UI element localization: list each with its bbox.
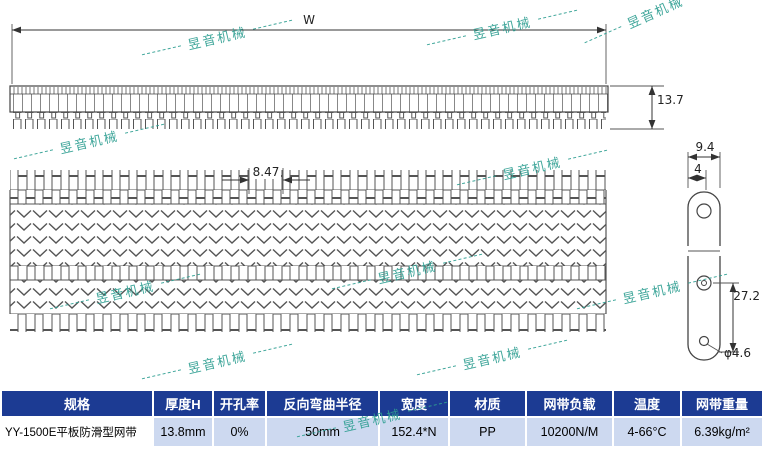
plan-view: 8.47 xyxy=(9,165,607,332)
cell-belt-load: 10200N/M xyxy=(525,416,614,448)
belt-body-sideview xyxy=(10,94,608,112)
belt-surface-serration xyxy=(10,87,608,94)
col-open-area: 开孔率 xyxy=(212,389,267,418)
col-backbend-radius: 反向弯曲半径 xyxy=(265,389,380,418)
col-spec: 规格 xyxy=(0,389,154,418)
cell-spec: YY-1500E平板防滑型网带 xyxy=(0,416,154,448)
col-belt-weight: 网带重量 xyxy=(680,389,762,418)
cell-thickness: 13.8mm xyxy=(152,416,214,448)
hinge-legs-sideview xyxy=(12,112,606,129)
technical-drawing: W 13.7 xyxy=(9,13,760,361)
middle-hinge-row xyxy=(10,266,606,280)
cell-material: PP xyxy=(448,416,527,448)
dim-hole-diameter-label: φ4.6 xyxy=(724,346,751,360)
col-temperature: 温度 xyxy=(612,389,682,418)
cell-backbend-radius: 50mm xyxy=(265,416,380,448)
col-material: 材质 xyxy=(448,389,527,418)
cell-width: 152.4*N xyxy=(378,416,450,448)
dim-plate-offset-label: 4 xyxy=(694,162,702,176)
side-view: W 13.7 xyxy=(9,13,684,130)
spec-data-row: YY-1500E平板防滑型网带 13.8mm 0% 50mm 152.4*N P… xyxy=(0,416,762,448)
antislip-chevron-surface xyxy=(10,204,606,266)
dim-plate-width-label: 9.4 xyxy=(695,140,714,154)
col-belt-load: 网带负载 xyxy=(525,389,614,418)
col-thickness: 厚度H xyxy=(152,389,214,418)
cell-belt-weight: 6.39kg/m² xyxy=(680,416,762,448)
dim-thickness-label: 13.7 xyxy=(657,93,684,107)
cell-temperature: 4-66°C xyxy=(612,416,682,448)
cell-open-area: 0% xyxy=(212,416,267,448)
dim-plate-height-label: 27.2 xyxy=(733,289,760,303)
spec-table: 规格 厚度H 开孔率 反向弯曲半径 宽度 材质 网带负载 温度 网带重量 YY-… xyxy=(0,389,762,448)
dim-pitch-label: 8.47 xyxy=(253,165,280,179)
bottom-knuckles xyxy=(10,314,606,332)
hinge-hole-top xyxy=(696,203,712,219)
pin-hole-bottom xyxy=(698,335,710,347)
hinge-hole-middle xyxy=(696,275,712,291)
spec-header-row: 规格 厚度H 开孔率 反向弯曲半径 宽度 材质 网带负载 温度 网带重量 xyxy=(0,389,762,418)
edge-profile-view: 9.4 4 27.2 φ4.6 xyxy=(685,140,760,361)
col-width: 宽度 xyxy=(378,389,450,418)
dim-w-label: W xyxy=(303,13,315,27)
